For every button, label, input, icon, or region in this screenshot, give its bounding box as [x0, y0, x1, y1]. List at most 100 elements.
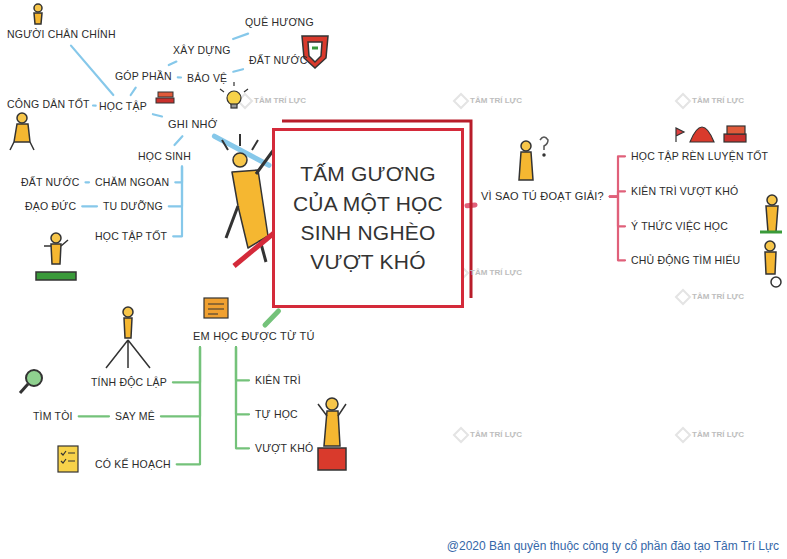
branch-topic: BẢO VỆ — [184, 70, 230, 87]
branch-line — [71, 46, 113, 95]
branch-line — [86, 181, 90, 183]
topic-text: TẤM GƯƠNG CỦA MỘT HỌC SINH NGHÈO VƯỢT KH… — [287, 159, 449, 277]
side-figures — [760, 195, 782, 287]
branch-topic: TU DƯỠNG — [100, 198, 166, 215]
topic-text: HỌC TẬP — [99, 100, 147, 113]
topic-text: EM HỌC ĐƯỢC TỪ TÚ — [193, 330, 315, 343]
topic-text: HỌC TẬP RÈN LUYỆN TỐT — [631, 150, 768, 163]
watermark: TÂM TRÍ LỰC — [470, 430, 522, 439]
watermark: TÂM TRÍ LỰC — [470, 96, 522, 105]
branch-line — [265, 311, 279, 325]
topic-text: XÂY DỰNG — [173, 44, 231, 57]
lightbulb-icon — [220, 82, 248, 108]
branch-line — [173, 347, 200, 382]
branch-topic: GÓP PHẦN — [112, 68, 175, 85]
branch-line — [236, 347, 249, 414]
branch-line — [169, 167, 182, 207]
branch-topic: TÍNH ĐỘC LẬP — [88, 374, 170, 391]
branch-topic: TỰ HỌC — [252, 406, 301, 423]
branch-topic: CÔNG DÂN TỐT — [4, 96, 93, 113]
branch-line — [79, 415, 109, 417]
topic-text: ĐẤT NƯỚC — [21, 176, 79, 189]
branch-line — [131, 88, 136, 95]
topic-text: TÍNH ĐỘC LẬP — [91, 376, 167, 389]
topic-text: CHĂM NGOAN — [95, 176, 169, 189]
topic-text: Ý THỨC VIỆC HỌC — [631, 220, 728, 233]
branch-line — [233, 34, 248, 39]
branch-line — [153, 114, 162, 116]
topic-text: TU DƯỠNG — [103, 200, 163, 213]
branch-topic: HỌC TẬP RÈN LUYỆN TỐT — [628, 148, 771, 165]
topic-text: GÓP PHẦN — [115, 70, 172, 83]
topic-text: QUÊ HƯƠNG — [245, 16, 314, 29]
watermark: TÂM TRÍ LỰC — [254, 96, 306, 105]
branch-topic: ĐẤT NƯỚC — [18, 174, 82, 191]
topic-text: TÌM TÒI — [33, 410, 73, 423]
award-icon — [676, 126, 746, 142]
topic-text: HỌC SINH — [138, 150, 191, 163]
watermark: TÂM TRÍ LỰC — [692, 96, 744, 105]
branch-topic: VƯỢT KHÓ — [252, 440, 316, 457]
branch-topic: HỌC TẬP TỐT — [92, 228, 170, 245]
books-icon — [156, 92, 174, 103]
branch-line — [233, 69, 243, 72]
branch-topic: CHỦ ĐỘNG TÌM HIỂU — [628, 252, 743, 269]
topic-text: CÓ KẾ HOẠCH — [95, 458, 171, 471]
topic-text: ĐẤT NƯỚC — [249, 54, 307, 67]
branch-topic: GHI NHỚ — [165, 116, 220, 133]
branch-topic: KIÊN TRÌ VƯỢT KHÓ — [628, 183, 741, 200]
topic-text: KIÊN TRÌ — [255, 374, 301, 387]
watermark: TÂM TRÍ LỰC — [470, 268, 522, 277]
left-figures — [10, 4, 76, 280]
branch-topic: HỌC TẬP — [96, 98, 150, 115]
branch-line — [93, 104, 96, 106]
branch-topic: VÌ SAO TÚ ĐOẠT GIẢI? — [478, 188, 607, 205]
branch-topic: SAY MÊ — [112, 408, 158, 425]
branch-topic: CÓ KẾ HOẠCH — [92, 456, 174, 473]
topic-text: CÔNG DÂN TỐT — [7, 98, 90, 111]
topic-text: VƯỢT KHÓ — [255, 442, 313, 455]
branch-topic: Ý THỨC VIỆC HỌC — [628, 218, 731, 235]
branch-line — [610, 156, 625, 196]
branch-topic: ĐẤT NƯỚC — [246, 52, 310, 69]
tripod-figure — [106, 307, 150, 368]
branch-topic: CHĂM NGOAN — [92, 174, 172, 191]
branch-topic: NGƯỜI CHÂN CHÍNH — [4, 26, 119, 43]
topic-text: BẢO VỆ — [187, 72, 227, 85]
branch-line — [610, 197, 625, 261]
topic-text: SAY MÊ — [115, 410, 155, 423]
topic-text: KIÊN TRÌ VƯỢT KHÓ — [631, 185, 738, 198]
branch-line — [178, 76, 181, 78]
checklist-icon — [58, 446, 78, 472]
branch-topic: HỌC SINH — [135, 148, 194, 165]
watermark-logo — [238, 94, 690, 442]
watermark: TÂM TRÍ LỰC — [692, 430, 744, 439]
topic-text: TỰ HỌC — [255, 408, 298, 421]
branch-line — [177, 347, 200, 464]
branch-topic: EM HỌC ĐƯỢC TỪ TÚ — [190, 328, 318, 345]
branch-line — [82, 205, 97, 207]
magnifier-icon — [20, 370, 42, 393]
branch-topic: KIÊN TRÌ — [252, 372, 304, 389]
topic-text: CHỦ ĐỘNG TÌM HIỂU — [631, 254, 740, 267]
topic-text: HỌC TẬP TỐT — [95, 230, 167, 243]
topic-text: ĐẠO ĐỨC — [25, 200, 76, 213]
topic-text: GHI NHỚ — [168, 118, 217, 131]
topic-text: NGƯỜI CHÂN CHÍNH — [7, 28, 116, 41]
branch-line — [175, 136, 183, 145]
branch-topic: QUÊ HƯƠNG — [242, 14, 317, 31]
branch-topic: TÌM TÒI — [30, 408, 76, 425]
central-topic: TẤM GƯƠNG CỦA MỘT HỌC SINH NGHÈO VƯỢT KH… — [272, 128, 464, 308]
question-figure — [519, 137, 548, 180]
branch-line — [236, 347, 249, 448]
branch-line — [173, 167, 182, 237]
topic-text: VÌ SAO TÚ ĐOẠT GIẢI? — [481, 190, 604, 203]
branch-topic: XÂY DỰNG — [170, 42, 234, 59]
effort-figure — [318, 398, 346, 470]
branch-line — [169, 62, 177, 65]
document-icon — [204, 298, 228, 318]
branch-line — [236, 347, 249, 380]
copyright-caption: @2020 Bản quyền thuộc công ty cổ phần đà… — [447, 539, 779, 553]
branch-topic: ĐẠO ĐỨC — [22, 198, 79, 215]
watermark: TÂM TRÍ LỰC — [692, 292, 744, 301]
